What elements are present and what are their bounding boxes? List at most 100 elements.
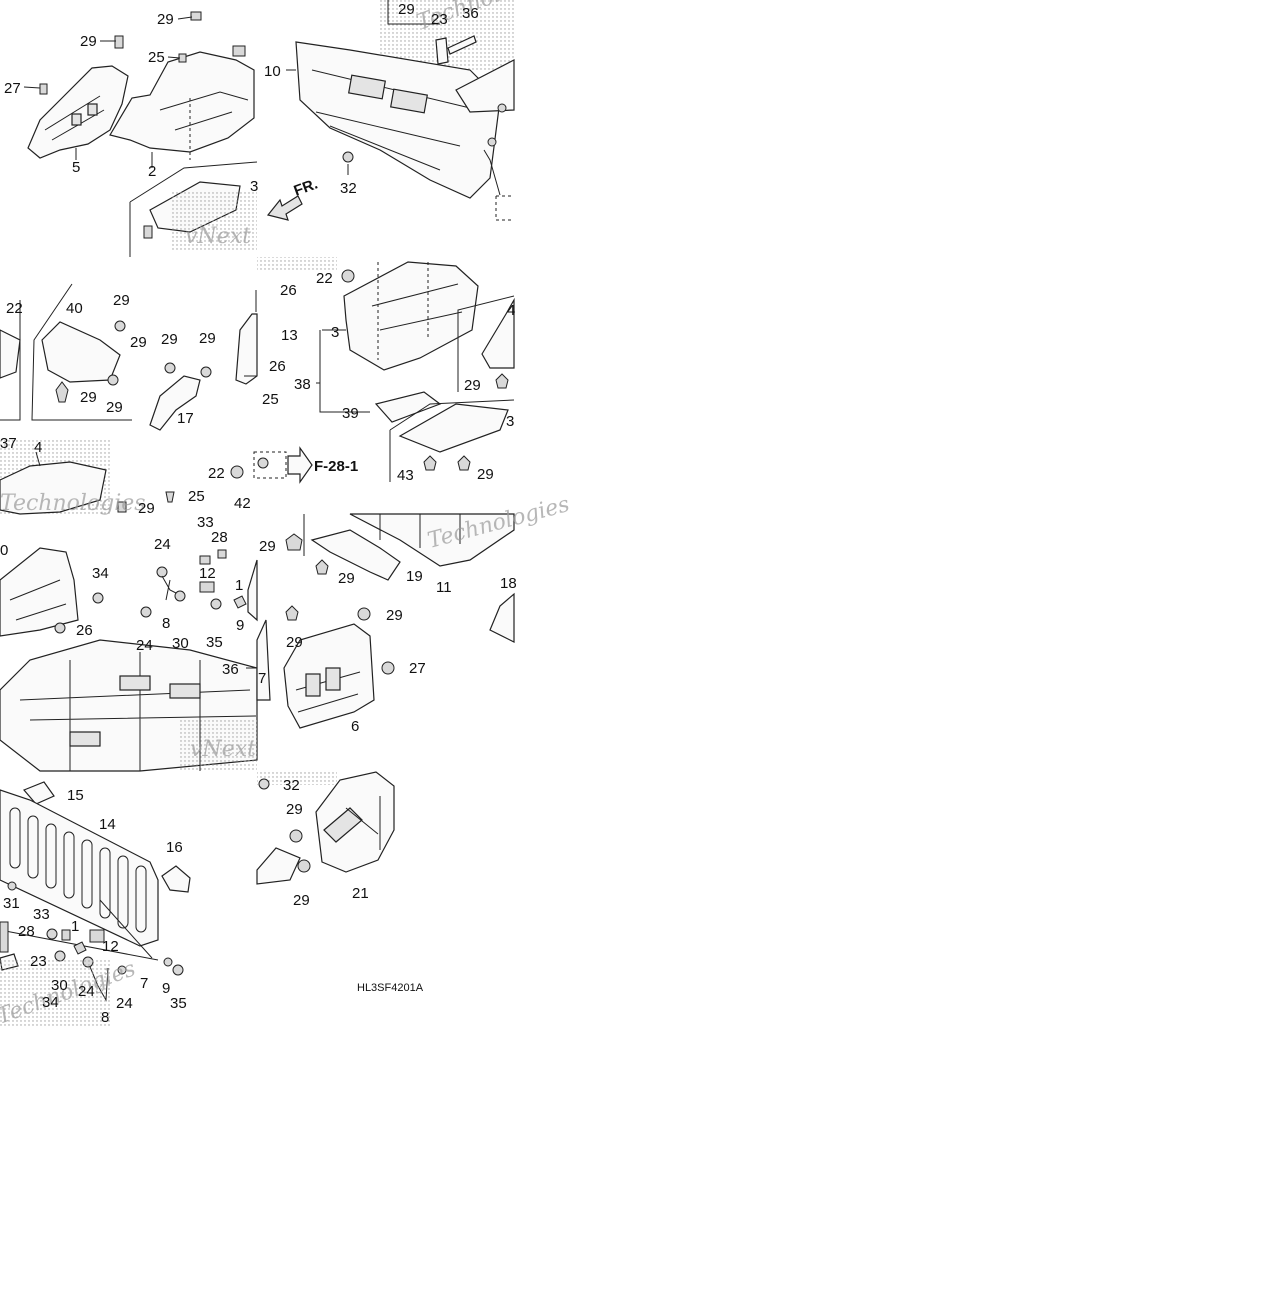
callout-24: 24	[78, 983, 95, 1000]
diagram-code: HL3SF4201A	[357, 982, 424, 994]
part-floor-slot	[119, 675, 151, 691]
part-30-bolt	[54, 950, 66, 962]
callout-35: 35	[170, 995, 187, 1012]
callout-3: 3	[250, 178, 258, 195]
fastener-clip	[114, 320, 126, 332]
fastener-clip	[381, 661, 395, 675]
fastener-clip	[289, 829, 303, 843]
part-28-nut	[217, 549, 227, 559]
part-35-bolt	[210, 598, 222, 610]
watermark-dots	[0, 960, 110, 1028]
part-32-nut	[342, 151, 354, 163]
callout-26: 26	[269, 358, 286, 375]
callout-29: 29	[464, 377, 481, 394]
watermark-dots	[257, 771, 337, 785]
callout-29: 29	[286, 634, 303, 651]
fastener-clip	[164, 362, 176, 374]
part-36-bolt	[447, 35, 477, 55]
part-24-bolt	[117, 965, 127, 975]
watermark-text: Technologies	[0, 491, 146, 516]
callout-3: 3	[506, 413, 514, 430]
callout-12: 12	[102, 938, 119, 955]
part-frame-edge	[455, 59, 515, 113]
callout-35: 35	[206, 634, 223, 651]
callout-23: 23	[431, 11, 448, 28]
fastener-clip	[495, 373, 509, 389]
callout-10: 10	[264, 63, 281, 80]
callout-3: 3	[331, 324, 339, 341]
callout-8: 8	[101, 1009, 109, 1026]
part-11-frame	[349, 513, 515, 567]
fastener-clip	[55, 381, 69, 403]
fastener-clip	[117, 501, 127, 513]
callout-42: 42	[234, 495, 251, 512]
callout-16: 16	[166, 839, 183, 856]
part-1-bushing	[89, 929, 105, 943]
part-bracket	[256, 847, 301, 885]
callout-13: 13	[281, 327, 298, 344]
part-floor-slot	[169, 683, 201, 699]
tile-front-panel: FR. Technologies	[266, 0, 559, 221]
callout-22: 22	[316, 270, 333, 287]
tile-side-box: Technologies	[246, 492, 572, 729]
fastener-clip	[257, 457, 269, 469]
callout-17: 17	[177, 410, 194, 427]
ref-box	[253, 451, 287, 479]
part-21-recess	[323, 807, 363, 843]
fastener-clip	[357, 607, 371, 621]
callout-37: 37	[0, 435, 17, 452]
callout-39: 39	[342, 405, 359, 422]
part-5-slot	[87, 103, 98, 116]
fastener-bolt	[92, 592, 104, 604]
fastener-clip	[285, 533, 303, 551]
watermark-text: vNext	[190, 737, 256, 762]
callout-23: 23	[30, 953, 47, 970]
callout-0: 0	[0, 542, 8, 559]
callout-26: 26	[280, 282, 297, 299]
callout-29: 29	[113, 292, 130, 309]
callout-40: 40	[66, 300, 83, 317]
part-6-slot	[305, 673, 321, 697]
part-31-screw	[7, 881, 17, 891]
part-39-pad	[374, 391, 442, 423]
callout-26: 26	[76, 622, 93, 639]
callout-24: 24	[116, 995, 133, 1012]
part-10-panel	[295, 41, 501, 199]
callout-9: 9	[162, 980, 170, 997]
callout-28: 28	[211, 529, 228, 546]
callout-7: 7	[140, 975, 148, 992]
fastener-bolt	[156, 566, 168, 578]
tile-rear-fender-left: vNext	[23, 11, 258, 257]
callout-29: 29	[80, 33, 97, 50]
part-22-edge	[0, 329, 21, 379]
callout-12: 12	[199, 565, 216, 582]
ref-label: F-28-1	[314, 458, 358, 475]
fastener-clip	[341, 269, 355, 283]
callout-34: 34	[92, 565, 109, 582]
callout-21: 21	[352, 885, 369, 902]
callout-labels: 29 29 25 27 5 2 3 29 23 36 10 32 22 40 2…	[0, 1, 517, 1026]
tile-tailgate: Technologies	[0, 781, 191, 1030]
fastener-clip	[457, 455, 471, 471]
callout-4: 4	[34, 439, 42, 456]
part-23-clamp	[435, 37, 449, 65]
watermark-dots	[257, 257, 337, 271]
part-40-plate	[41, 321, 121, 383]
fastener-screw	[487, 137, 497, 147]
callout-29: 29	[293, 892, 310, 909]
part-1-bushing	[199, 581, 215, 593]
part-35-bolt	[172, 964, 184, 976]
callout-32: 32	[340, 180, 357, 197]
callout-6: 6	[351, 718, 359, 735]
callout-29: 29	[80, 389, 97, 406]
callout-29: 29	[199, 330, 216, 347]
part-9-pin	[163, 957, 173, 967]
part-6-slot	[325, 667, 341, 691]
tile-box-lining: F-28-1	[230, 257, 515, 484]
callout-33: 33	[33, 906, 50, 923]
callout-32: 32	[283, 777, 300, 794]
fastener-clip	[200, 366, 212, 378]
fastener-clip	[230, 465, 244, 479]
part-37-mat	[398, 403, 509, 453]
